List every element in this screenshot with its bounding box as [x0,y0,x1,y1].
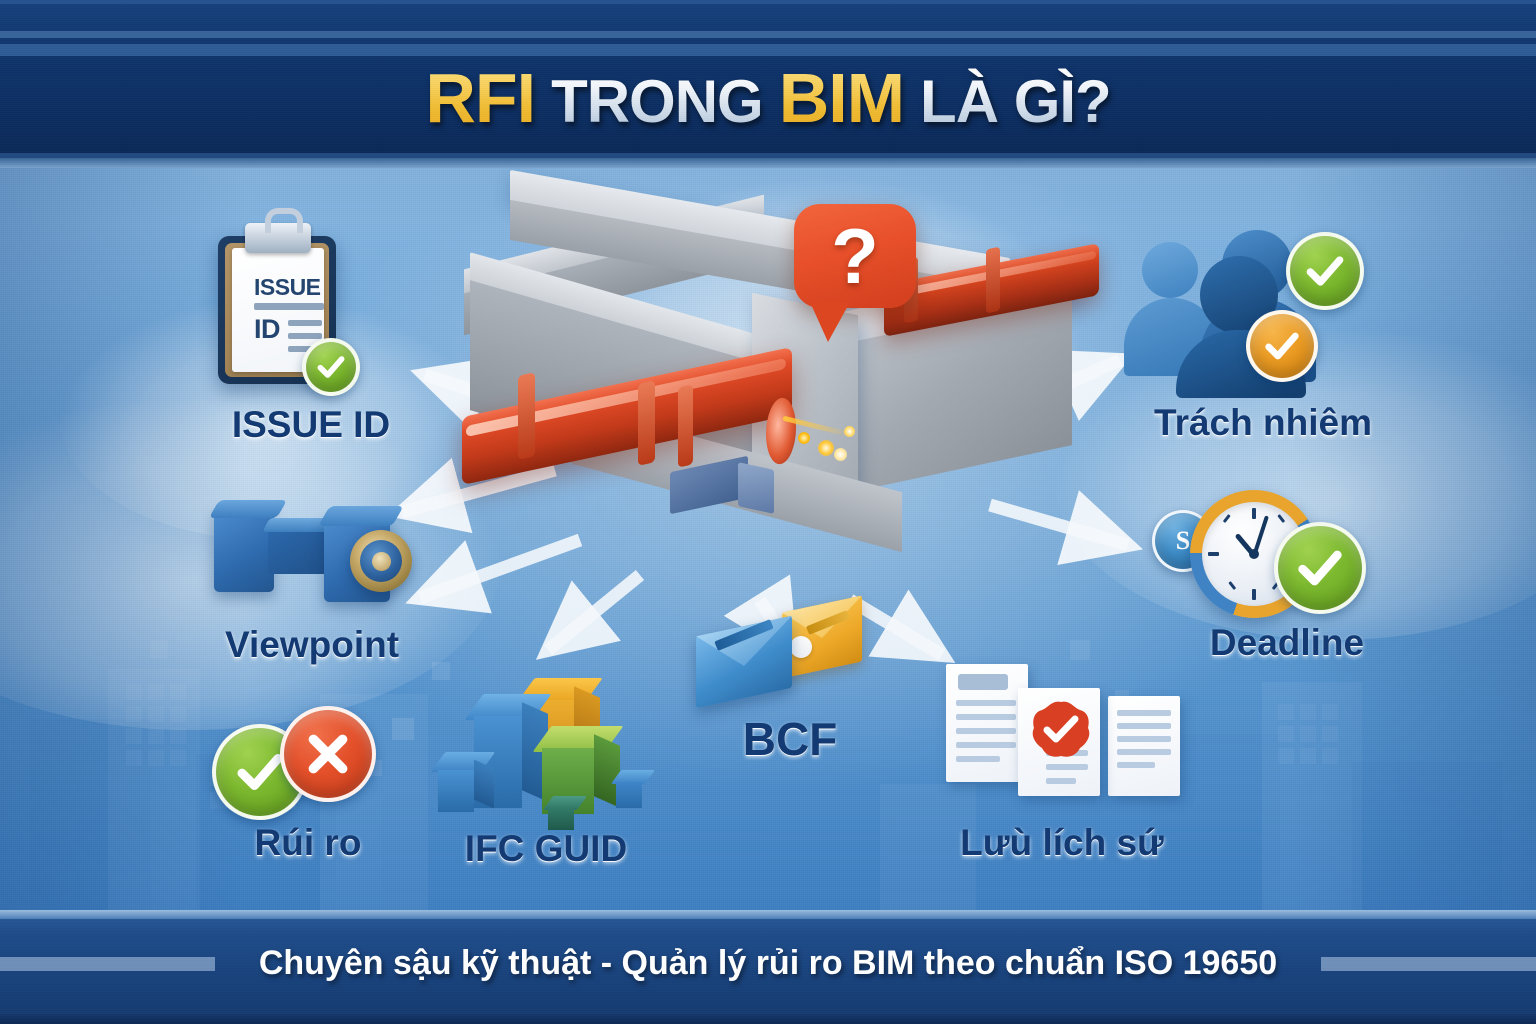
header-stripe-2 [0,44,1536,56]
red-seal-check-badge [1030,700,1092,760]
header-stripe-top [0,0,1536,4]
clipboard-line-1: ISSUE [254,274,321,300]
clash-spark [834,448,847,461]
documents-icon [920,648,1210,838]
footer-stripe-bottom [0,1014,1536,1024]
node-issue-id[interactable]: ISSUE ID ISSUE ID [196,208,426,452]
pixel-accent [392,718,414,740]
footer-subtitle: Chuyên sậu kỹ thuật - Quản lý rủi ro BIM… [258,944,1278,982]
people-icon [1124,226,1398,398]
green-check-badge [302,338,360,396]
node-ifc-guid[interactable]: IFC GUID [426,656,666,881]
header-stripe-3 [0,153,1536,158]
node-label-trach-nhiem: Trách nhiêm [1154,402,1372,443]
clipboard-line-2: ID [254,314,281,344]
cubes-icon [430,660,660,830]
node-label-viewpoint: Viewpoint [224,624,400,665]
footer-dash-left [0,957,215,971]
node-viewpoint[interactable]: Viewpoint [192,482,432,682]
camera-icon [206,490,412,620]
footer-stripe-top [0,910,1536,919]
pixel-accent [432,662,450,680]
node-luu-lich-su[interactable]: Lưù lích sứ [912,644,1212,884]
title-part-la-gi: LÀ GÌ? [920,68,1112,135]
header-stripe-1 [0,31,1536,38]
clock-icon: S [1152,484,1412,634]
clash-spark [798,432,810,444]
title-part-rfi: RFI [425,59,536,137]
node-label-issue-id: ISSUE ID [231,404,391,445]
orange-check-badge [1246,310,1318,382]
node-label-luu-lich-su: Lưù lích sứ [960,822,1164,863]
bubble-tail [810,302,850,342]
pixel-accent [150,640,168,658]
green-check-badge [1286,232,1364,310]
node-bcf[interactable]: BCF [680,595,900,784]
title-part-bim: BIM [778,59,905,137]
green-check-badge [1274,522,1366,614]
footer-band: Chuyên sậu kỹ thuật - Quản lý rủi ro BIM… [0,910,1536,1024]
clash-detection-scene: ? [452,169,1099,556]
pixel-accent [1070,640,1090,660]
clash-spark [818,440,834,456]
footer-dash-right [1321,957,1536,971]
title-part-trong: TRONG [551,68,764,135]
red-cross-badge [280,706,376,802]
city-skyline [0,604,1536,934]
node-deadline[interactable]: S Deadline [1142,484,1432,694]
envelope-exchange-icon [690,595,890,714]
node-trach-nhiem[interactable]: Trách nhiêm [1118,222,1408,457]
node-label-deadline: Deadline [1209,622,1365,663]
question-mark-icon: ? [831,212,879,300]
node-label-bcf: BCF [742,713,838,765]
node-label-ifc-guid: IFC GUID [464,828,628,869]
question-bubble: ? [794,204,916,308]
header-stripe-bottom [0,158,1536,168]
node-label-rui-ro: Rúi ro [254,822,362,863]
node-rui-ro[interactable]: Rúi ro [198,694,418,879]
